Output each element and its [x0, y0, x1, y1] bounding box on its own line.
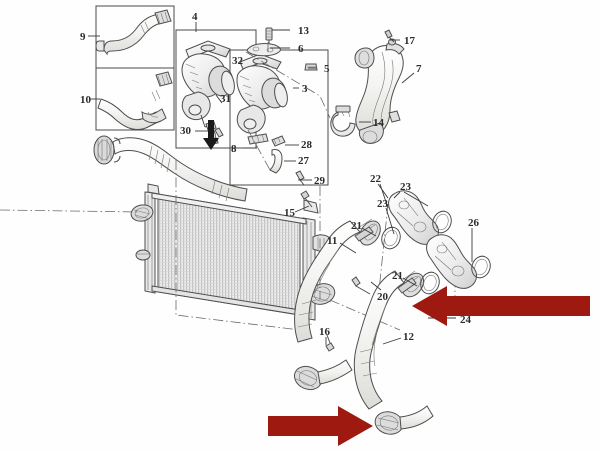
callout-label-16: 16 — [319, 326, 331, 338]
callout-label-7: 7 — [416, 63, 422, 75]
part-27-coolant-hose — [269, 149, 283, 174]
highlight-arrow-lower — [268, 406, 373, 446]
hose-part-10 — [97, 71, 173, 131]
callout-arrow-inset-to-hose — [203, 120, 219, 150]
part-6-gasket — [246, 43, 281, 57]
callout-label-11: 11 — [327, 235, 337, 247]
turbocharger-assembly-4 — [181, 40, 235, 145]
construction-line-axis — [0, 209, 141, 213]
callout-label-23: 23 — [400, 181, 412, 193]
callout-label-17: 17 — [404, 35, 416, 47]
part-24-charge-pipe-connector — [420, 234, 491, 295]
part-14-hose-clamp — [330, 105, 356, 137]
part-7-air-inlet-duct — [354, 38, 405, 144]
hose-11-lower-connector — [293, 359, 353, 391]
callout-label-26: 26 — [468, 217, 480, 229]
callout-label-23b: 23 — [377, 198, 389, 210]
callout-label-13: 13 — [298, 25, 310, 37]
callout-label-8: 8 — [231, 143, 237, 155]
intercooler-left-port — [130, 204, 154, 222]
construction-line-28 — [247, 129, 271, 171]
part-12-intercooler-inlet-hose — [353, 270, 434, 435]
callout-label-24: 24 — [460, 314, 472, 326]
hose-12-lower-connector — [374, 405, 434, 435]
callout-label-32: 32 — [232, 55, 244, 67]
callout-label-12: 12 — [403, 331, 415, 343]
callout-label-15: 15 — [284, 207, 296, 219]
part-13-stud-bolt — [265, 27, 273, 50]
part-16-mounting-screw — [325, 334, 335, 352]
part-30-oil-line — [214, 127, 224, 138]
callout-label-14: 14 — [373, 117, 385, 129]
turbocharger-assembly-3 — [236, 53, 288, 145]
callout-label-10: 10 — [80, 94, 92, 106]
callout-label-22: 22 — [370, 173, 382, 185]
callout-label-4: 4 — [192, 11, 198, 23]
part-20-retaining-clip — [351, 276, 371, 295]
callout-label-21b: 21 — [392, 270, 403, 282]
callout-labels: 9 10 4 13 6 5 32 3 31 30 29 28 27 8 17 7… — [80, 11, 480, 343]
intercooler-radiator — [130, 183, 336, 321]
charge-air-hose-left — [93, 135, 248, 202]
part-11-intercooler-outlet-hose — [293, 218, 381, 391]
construction-line-16 — [329, 299, 401, 331]
hose-end-connector — [93, 135, 121, 165]
part-29-banjo-bolt — [295, 170, 305, 186]
callout-label-30: 30 — [180, 125, 192, 137]
construction-line-22 — [377, 203, 389, 301]
callout-label-28: 28 — [301, 139, 313, 151]
leader-lines — [88, 22, 473, 345]
part-28-fitting — [271, 135, 286, 147]
callout-label-3: 3 — [302, 83, 308, 95]
part-15-mount-pin — [300, 190, 313, 208]
callout-label-27: 27 — [298, 155, 310, 167]
part-5-nut — [304, 63, 318, 71]
hose-part-9 — [95, 9, 172, 56]
part-17-bolt — [384, 29, 395, 43]
callout-label-6: 6 — [298, 43, 304, 55]
callout-label-29: 29 — [314, 175, 326, 187]
callout-label-21: 21 — [351, 220, 362, 232]
callout-label-20: 20 — [377, 291, 389, 303]
intercooler-left-mount — [135, 249, 151, 261]
callout-label-5: 5 — [324, 63, 330, 75]
callout-label-31: 31 — [220, 93, 231, 105]
callout-label-9: 9 — [80, 31, 86, 43]
highlight-arrow-upper — [412, 286, 590, 326]
